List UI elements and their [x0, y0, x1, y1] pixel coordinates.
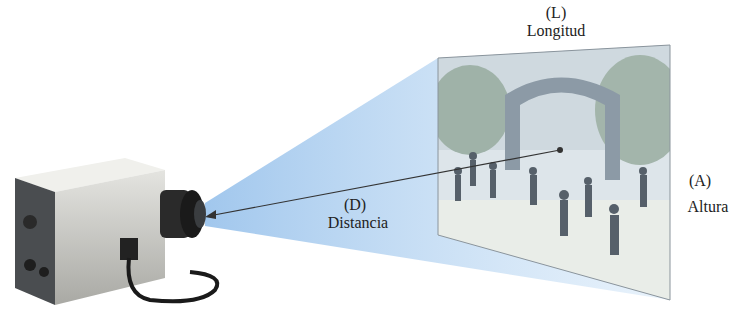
arrow-head [205, 210, 216, 219]
dimension-label: Altura [686, 198, 731, 216]
label-letter: (L) [544, 4, 568, 22]
camera [15, 158, 217, 305]
scene-panel [430, 40, 685, 310]
panel-border [438, 45, 670, 300]
distance-line [214, 150, 560, 215]
dimension-label: Distancia [326, 214, 390, 232]
label-letter: (D) [342, 196, 368, 214]
label-letter: (A) [687, 172, 713, 190]
dimension-label: Longitud [525, 22, 588, 40]
target-dot [557, 147, 563, 153]
